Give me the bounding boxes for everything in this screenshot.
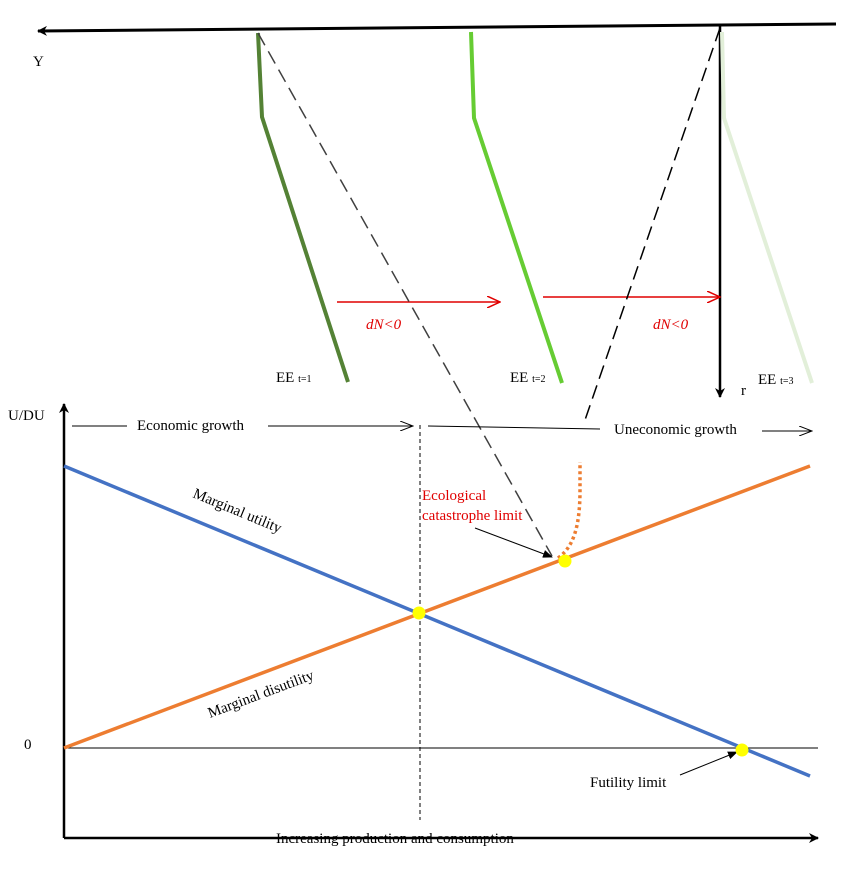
- ee-label-t2: EE t=2: [510, 370, 546, 386]
- ee-curve-t3: [720, 31, 814, 384]
- r-axis-label: r: [741, 383, 746, 399]
- dn-label-1: dN<0: [366, 317, 402, 333]
- economic-growth-label: Economic growth: [137, 418, 245, 434]
- marginal-disutility-line: [63, 464, 811, 750]
- ee-label-t3: EE t=3: [758, 372, 794, 388]
- marginal-utility-label: Marginal utility: [190, 486, 284, 537]
- optimum-point: [412, 606, 426, 620]
- ecological-limit-point: [558, 554, 572, 568]
- y-axis-line: [37, 22, 837, 36]
- ee-label-t1: EE t=1: [276, 370, 312, 386]
- dn-label-2: dN<0: [653, 317, 689, 333]
- futility-limit-point: [735, 743, 749, 757]
- ecological-limit-dotted-curve: [556, 462, 582, 560]
- u-du-label: U/DU: [8, 408, 45, 424]
- ecological-limit-label-line2: catastrophe limit: [422, 508, 523, 524]
- ecological-limit-label-line1: Ecological: [422, 488, 486, 504]
- futility-limit-pointer: [679, 751, 738, 776]
- y-axis-label: Y: [33, 54, 44, 70]
- ee-curve-t1: [256, 32, 350, 383]
- marginal-utility-line: [63, 464, 811, 778]
- ecological-limit-pointer: [474, 527, 553, 558]
- futility-limit-label: Futility limit: [590, 775, 667, 791]
- ee-curve-t2: [469, 31, 564, 384]
- x-axis-label: Increasing production and consumption: [276, 831, 514, 847]
- marginal-disutility-label: Marginal disutility: [206, 667, 317, 721]
- uneconomic-growth-arrow-left: [427, 425, 601, 430]
- dashed-link-right: [584, 27, 721, 421]
- zero-label: 0: [24, 737, 32, 753]
- dashed-link-left: [257, 32, 553, 557]
- uneconomic-growth-label: Uneconomic growth: [614, 422, 737, 438]
